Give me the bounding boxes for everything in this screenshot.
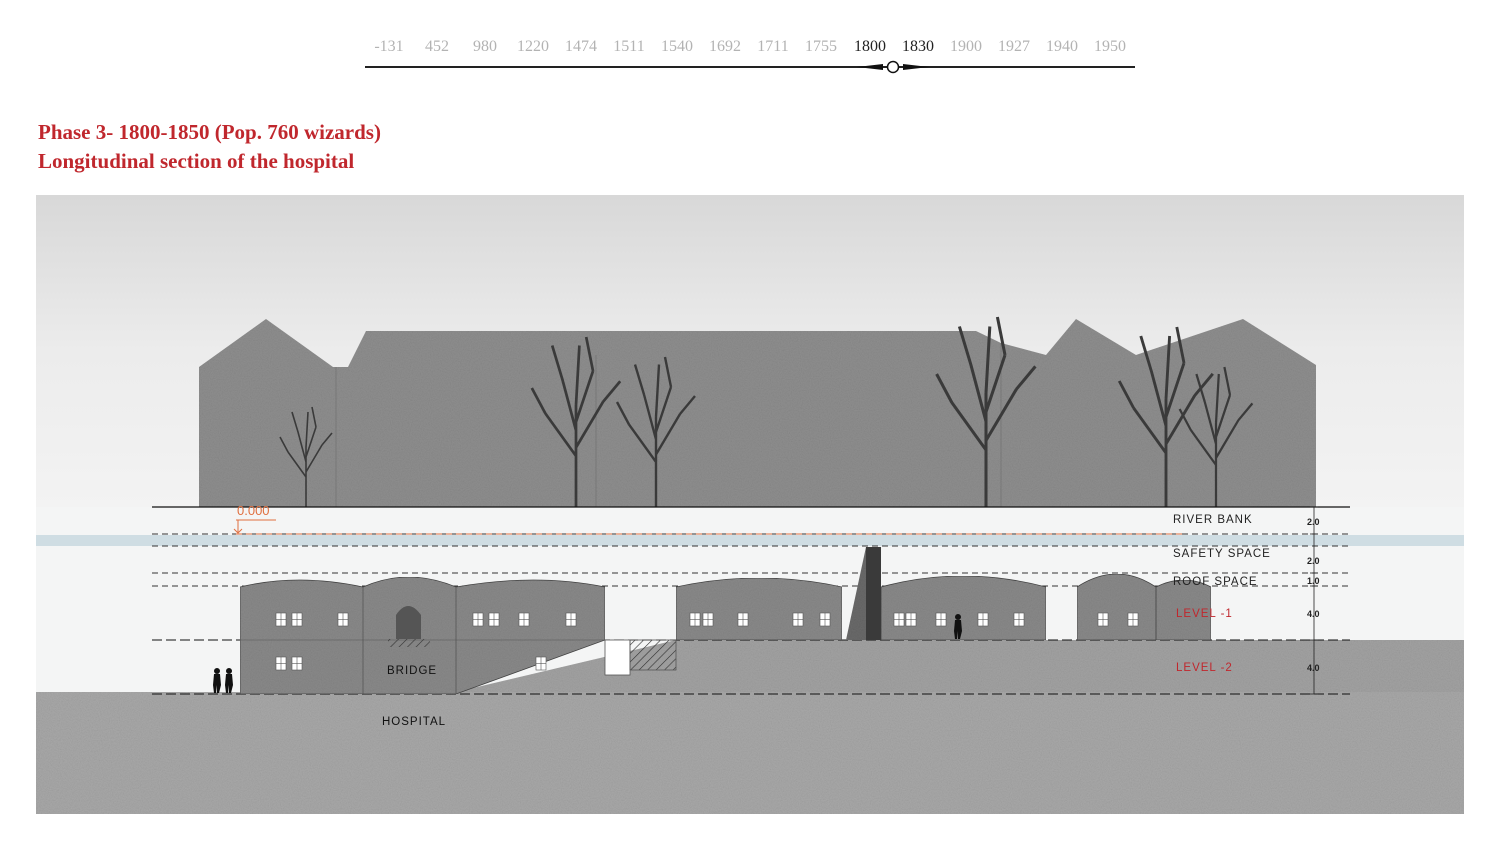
person-icon [954, 614, 962, 639]
label-bridge: BRIDGE [387, 665, 437, 677]
year-item[interactable]: 1950 [1094, 38, 1126, 55]
dim-value: 2.0 [1307, 517, 1320, 527]
dim-value: 2.0 [1307, 556, 1320, 566]
dimension-chain: 2.0 2.0 1.0 4.0 4.0 [1307, 506, 1320, 695]
year-item[interactable]: 1927 [998, 38, 1030, 55]
year-item[interactable]: 1474 [565, 38, 597, 55]
ramp-hatch [629, 639, 677, 671]
ramp-gate [604, 639, 631, 676]
year-item[interactable]: 1540 [661, 38, 693, 55]
year-item[interactable]: 1755 [805, 38, 837, 55]
timeline: -131 452 980 1220 1474 1511 1540 1692 17… [365, 30, 1135, 80]
person-icon [225, 668, 233, 693]
elevation-marker: 0.000 [233, 503, 276, 534]
section-drawing: 0.000 [36, 195, 1464, 814]
label-hospital: HOSPITAL [382, 716, 446, 728]
water-band [36, 535, 1464, 546]
ward-building-2 [675, 577, 843, 641]
ground-mass [36, 692, 1464, 814]
timeline-years: -131 452 980 1220 1474 1511 1540 1692 17… [365, 38, 1135, 60]
year-item[interactable]: 1940 [1046, 38, 1078, 55]
dim-value: 4.0 [1307, 663, 1320, 673]
year-item[interactable]: -131 [374, 38, 404, 55]
label-roof-space: ROOF SPACE [1173, 576, 1258, 588]
ward-building-4 [1076, 573, 1212, 641]
ground-slope [456, 640, 1464, 692]
year-item[interactable]: 1692 [709, 38, 741, 55]
year-item[interactable]: 1511 [613, 38, 645, 55]
upper-building-facade [199, 319, 1316, 507]
label-river-bank: RIVER BANK [1173, 514, 1253, 526]
year-item[interactable]: 1220 [517, 38, 549, 55]
label-level-2: LEVEL -2 [1176, 662, 1233, 674]
year-item[interactable]: 1900 [950, 38, 982, 55]
hospital-building [239, 576, 606, 695]
phase-title: Phase 3- 1800-1850 (Pop. 760 wizards) [38, 120, 381, 144]
person-icon [213, 668, 221, 693]
year-item-active[interactable]: 1830 [902, 38, 934, 55]
page-heading: Phase 3- 1800-1850 (Pop. 760 wizards) Lo… [38, 118, 381, 176]
svg-text:0.000: 0.000 [237, 503, 270, 518]
timeline-slider-handle[interactable] [857, 60, 929, 74]
label-level-1: LEVEL -1 [1176, 608, 1233, 620]
shaft-core [866, 547, 881, 640]
year-item-active[interactable]: 1800 [854, 38, 886, 55]
ward-building-3 [880, 575, 1047, 641]
year-item[interactable]: 980 [473, 38, 497, 55]
year-item[interactable]: 452 [425, 38, 449, 55]
dim-value: 1.0 [1307, 576, 1320, 586]
label-safety-space: SAFETY SPACE [1173, 548, 1271, 560]
section-subtitle: Longitudinal section of the hospital [38, 149, 355, 173]
timeline-axis [365, 66, 1135, 68]
dim-value: 4.0 [1307, 609, 1320, 619]
year-item[interactable]: 1711 [757, 38, 789, 55]
